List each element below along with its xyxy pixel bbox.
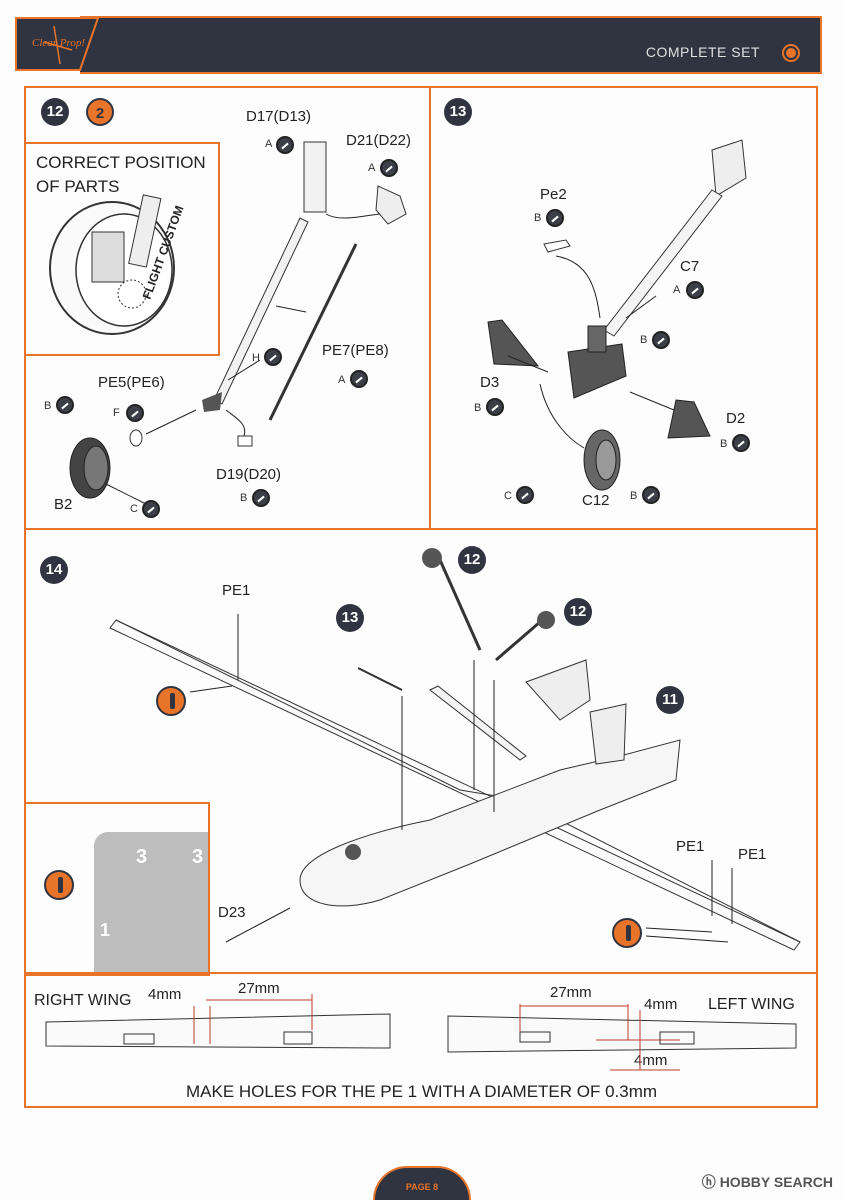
- header-bar: COMPLETE SET: [80, 16, 822, 74]
- part-label-pe5: PE5(PE6): [98, 374, 165, 391]
- right-wing-label: RIGHT WING: [34, 992, 132, 1009]
- part-label-d3: D3: [480, 374, 500, 391]
- paint-icon: [56, 396, 74, 414]
- hole-positions-panel: [24, 972, 818, 1108]
- paint-letter: B: [240, 492, 248, 504]
- paint-letter: C: [504, 490, 512, 502]
- main-strut-drawing: [69, 141, 407, 505]
- decal-number: 1: [100, 920, 111, 940]
- watermark-text: HOBBY SEARCH: [719, 1174, 833, 1190]
- paint-letter: B: [534, 212, 542, 224]
- header-title: COMPLETE SET: [645, 44, 760, 60]
- part-label-c12: C12: [582, 492, 610, 509]
- paint-letter: C: [130, 503, 138, 515]
- part-label-b2: B2: [54, 496, 73, 513]
- header-bullet-icon: [784, 46, 798, 60]
- paint-letter: A: [673, 284, 681, 296]
- dimension-27mm: 27mm: [238, 980, 280, 997]
- dimension-4mm: 4mm: [644, 996, 678, 1013]
- watermark-logo: ⓗ: [701, 1174, 716, 1190]
- paint-icon: [142, 500, 160, 518]
- left-wing-label: LEFT WING: [708, 996, 795, 1013]
- part-label-c7: C7: [680, 258, 700, 275]
- step-14-badge: 14: [40, 556, 68, 584]
- part-label-pe7: PE7(PE8): [322, 342, 389, 359]
- paint-icon: [380, 159, 398, 177]
- paint-icon: [546, 209, 564, 227]
- step-11-reference-badge: 11: [656, 686, 684, 714]
- paint-icon: [350, 370, 368, 388]
- paint-icon: [516, 486, 534, 504]
- paint-letter: B: [720, 438, 728, 450]
- paint-letter: A: [338, 374, 346, 386]
- paint-letter: H: [252, 352, 260, 364]
- paint-icon: [264, 348, 282, 366]
- decal-sheet: [94, 832, 208, 974]
- step-12-reference-badge: 12: [458, 546, 486, 574]
- inset-title-line1: CORRECT POSITION: [36, 153, 206, 172]
- part-label-d2: D2: [726, 410, 746, 427]
- paint-icon: [642, 486, 660, 504]
- paint-icon: [732, 434, 750, 452]
- drill-hole-icon: [612, 918, 642, 948]
- part-label-d21: D21(D22): [346, 132, 412, 149]
- step-2-reference-badge: 2: [86, 98, 114, 126]
- paint-icon: [276, 136, 294, 154]
- paint-letter: A: [265, 138, 273, 150]
- dimension-27mm: 27mm: [550, 984, 592, 1001]
- paint-icon: [252, 489, 270, 507]
- part-label-d19: D19(D20): [216, 466, 282, 483]
- step-13-badge: 13: [444, 98, 472, 126]
- brand-logo: Clear Prop!: [15, 17, 100, 71]
- paint-letter: A: [368, 162, 376, 174]
- part-label-d17: D17(D13): [246, 108, 312, 125]
- hole-instruction: MAKE HOLES FOR THE PE 1 WITH A DIAMETER …: [186, 1082, 658, 1101]
- paint-icon: [126, 404, 144, 422]
- step-12-reference-badge: 12: [564, 598, 592, 626]
- paint-icon: [652, 331, 670, 349]
- step-12-badge: 12: [41, 98, 69, 126]
- paint-icon: [486, 398, 504, 416]
- decal-apply-icon: [44, 870, 74, 900]
- decal-position-inset: [24, 802, 210, 976]
- part-label-d23: D23: [218, 904, 246, 921]
- paint-letter: F: [113, 407, 120, 419]
- paint-icon: [686, 281, 704, 299]
- decal-number: 3: [192, 846, 204, 868]
- dimension-4mm: 4mm: [148, 986, 182, 1003]
- part-label-pe1: PE1: [676, 838, 705, 855]
- part-label-pe2: Pe2: [540, 186, 567, 203]
- inset-title-line2: OF PARTS: [36, 177, 120, 196]
- watermark: ⓗ HOBBY SEARCH: [702, 1172, 833, 1192]
- page-header: COMPLETE SET Clear Prop!: [10, 12, 822, 74]
- decal-number: 3: [136, 846, 148, 868]
- part-label-pe1: PE1: [738, 846, 767, 863]
- part-label-pe1: PE1: [222, 582, 251, 599]
- step-13-reference-badge: 13: [336, 604, 364, 632]
- page-number: PAGE 8: [405, 1182, 439, 1192]
- paint-letter: B: [630, 490, 638, 502]
- paint-letter: B: [474, 402, 482, 414]
- drill-hole-icon: [156, 686, 186, 716]
- correct-position-inset: [24, 142, 220, 356]
- paint-letter: B: [44, 400, 52, 412]
- logo-text: Clear Prop!: [32, 37, 85, 49]
- page-number-tab: PAGE 8: [373, 1166, 471, 1200]
- dimension-4mm: 4mm: [634, 1052, 668, 1069]
- paint-letter: B: [640, 334, 648, 346]
